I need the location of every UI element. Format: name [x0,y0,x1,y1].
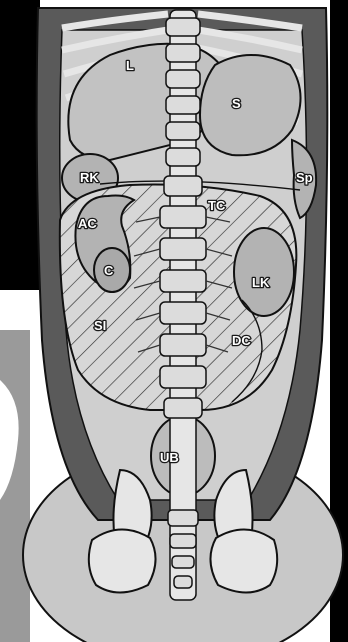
label-liver: L [126,58,134,73]
label-stomach: S [232,96,241,111]
left-kidney [234,228,294,316]
left-dark-panel [0,0,40,290]
label-urinary-bladder: UB [160,450,179,465]
label-descending-colon: DC [232,333,251,348]
label-ascending-colon: AC [78,216,97,231]
label-cecum: C [104,263,114,278]
left-hip-joint [89,529,156,592]
right-hip-joint [210,529,277,592]
label-transverse-colon: TC [208,198,226,213]
label-left-kidney: LK [252,275,270,290]
label-small-intestine: SI [94,318,106,333]
label-right-kidney: RK [80,170,99,185]
label-spleen: Sp [296,170,313,185]
